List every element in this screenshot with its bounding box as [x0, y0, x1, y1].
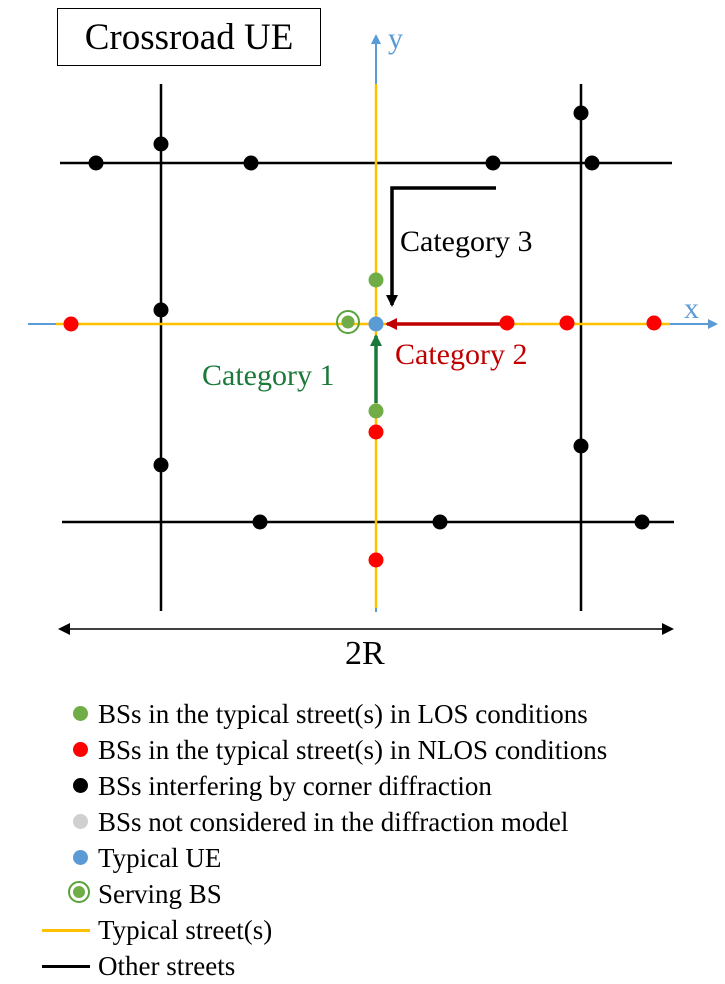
corner-bs [584, 155, 600, 171]
width-label: 2R [345, 635, 385, 672]
nlos-bs [63, 316, 79, 332]
typical-street-marker [42, 929, 90, 932]
corner-bs [153, 302, 169, 318]
legend-label-los: BSs in the typical street(s) in LOS cond… [98, 698, 588, 729]
corner-bs [634, 514, 650, 530]
serving-bs-ring [336, 310, 360, 334]
corner-bs-marker [73, 778, 88, 793]
legend-item-typical-ue: Typical UE [42, 840, 722, 876]
legend-label-serving-bs: Serving BS [98, 878, 222, 909]
x-axis-label: x [684, 292, 699, 325]
legend-item-other-streets: Other streets [42, 948, 722, 984]
legend: BSs in the typical street(s) in LOS cond… [42, 696, 722, 984]
legend-item-los: BSs in the typical street(s) in LOS cond… [42, 696, 722, 732]
legend-label-typical-street: Typical street(s) [98, 914, 273, 945]
nlos-bs [499, 315, 515, 331]
diagram-title: Crossroad UE [57, 8, 321, 66]
typical-ue [368, 316, 384, 332]
nlos-bs [368, 552, 384, 568]
legend-item-corner: BSs interfering by corner diffraction [42, 768, 722, 804]
corner-bs [153, 136, 169, 152]
nlos-bs [559, 315, 575, 331]
legend-label-other-streets: Other streets [98, 950, 236, 981]
los-bs [368, 272, 384, 288]
corner-bs [153, 457, 169, 473]
legend-label-not-considered: BSs not considered in the diffraction mo… [98, 806, 569, 837]
typical-ue-marker [73, 850, 88, 865]
other-street-marker [42, 965, 90, 968]
corner-bs [88, 155, 104, 171]
los-bs-marker [73, 706, 88, 721]
nlos-bs [368, 424, 384, 440]
not-considered-bs-marker [73, 814, 88, 829]
corner-bs [432, 514, 448, 530]
corner-bs [252, 514, 268, 530]
corner-bs [573, 105, 589, 121]
legend-item-not-considered: BSs not considered in the diffraction mo… [42, 804, 722, 840]
category2-label: Category 2 [395, 338, 527, 371]
legend-item-serving-bs: Serving BS [42, 876, 722, 912]
legend-label-corner: BSs interfering by corner diffraction [98, 770, 492, 801]
serving-bs-marker [68, 881, 90, 903]
serving-bs [341, 315, 355, 329]
category3-label: Category 3 [400, 225, 532, 258]
nlos-bs-marker [73, 742, 88, 757]
legend-label-typical-ue: Typical UE [98, 842, 222, 873]
corner-bs [573, 438, 589, 454]
y-axis-label: y [388, 22, 403, 55]
category1-label: Category 1 [202, 359, 334, 392]
corner-bs [243, 155, 259, 171]
los-bs [368, 403, 384, 419]
legend-item-typical-street: Typical street(s) [42, 912, 722, 948]
nlos-bs [646, 315, 662, 331]
corner-bs [485, 155, 501, 171]
legend-label-nlos: BSs in the typical street(s) in NLOS con… [98, 734, 608, 765]
legend-item-nlos: BSs in the typical street(s) in NLOS con… [42, 732, 722, 768]
category3-arrow [386, 186, 496, 307]
